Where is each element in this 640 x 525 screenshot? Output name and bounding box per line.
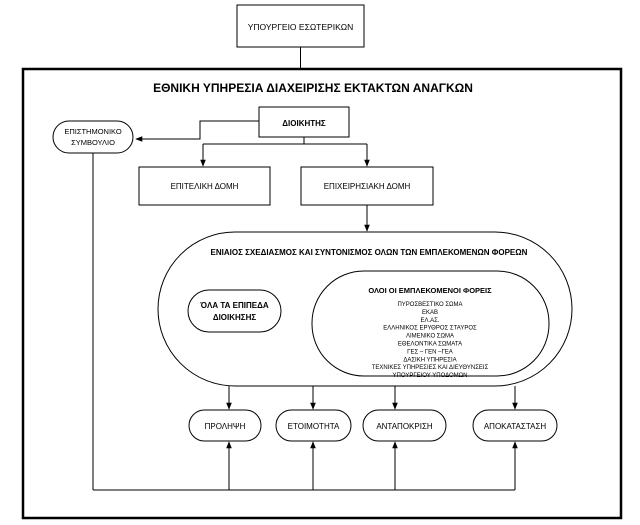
phase-preparedness-label: ΕΤΟΙΜΟΤΗΤΑ bbox=[288, 422, 340, 431]
phase-recovery-label: ΑΠΟΚΑΤΑΣΤΑΣΗ bbox=[484, 422, 547, 431]
agency-item: ΓΕΣ – ΓΕΝ –ΓΕΑ bbox=[407, 349, 453, 355]
operational-structure-label: ΕΠΙΧΕΙΡΗΣΙΑΚΗ ΔΟΜΗ bbox=[324, 182, 411, 191]
agency-item: ΠΥΡΟΣΒΕΣΤΙΚΟ ΣΩΜΑ bbox=[397, 302, 462, 308]
agency-item: ΕΛΛΗΝΙΚΟΣ ΕΡΥΘΡΟΣ ΣΤΑΥΡΟΣ bbox=[383, 326, 477, 332]
phase-response-label: ΑΝΤΑΠΟΚΡΙΣΗ bbox=[376, 422, 433, 431]
scientific-council-box bbox=[52, 120, 134, 154]
agency-item: ΔΑΣΙΚΗ ΥΠΗΡΕΣΙΑ bbox=[403, 357, 456, 363]
phase-preparedness-box bbox=[275, 409, 352, 442]
agency-item: ΕΘΕΛΟΝΤΙΚΑ ΣΩΜΑΤΑ bbox=[398, 342, 462, 348]
director-box bbox=[258, 106, 350, 138]
agency-item: ΕΛ.ΑΣ. bbox=[420, 318, 439, 324]
director-to-council-arrow bbox=[135, 120, 259, 142]
agencies-title: ΟΛΟΙ ΟΙ ΕΜΠΛΕΚΟΜΕΝΟΙ ΦΟΡΕΙΣ bbox=[368, 286, 492, 295]
unified-planning-title: ΕΝΙΑΙΟΣ ΣΧΕΔΙΑΣΜΟΣ ΚΑΙ ΣΥΝΤΟΝΙΣΜΟΣ ΟΛΩΝ … bbox=[211, 248, 528, 257]
agency-item: ΤΕΧΝΙΚΕΣ ΥΠΗΡΕΣΙΕΣ ΚΑΙ ΔΙΕΥΘΥΝΣΕΙΣ bbox=[372, 365, 489, 371]
operational-structure-box bbox=[300, 166, 434, 206]
agencies-capsule bbox=[311, 270, 550, 377]
agency-list: ΠΥΡΟΣΒΕΣΤΙΚΟ ΣΩΜΑ ΕΚΑΒ ΕΛ.ΑΣ. ΕΛΛΗΝΙΚΟΣ ΕΡΥ… bbox=[372, 302, 489, 379]
director-label: ΔΙΟΙΚΗΤΗΣ bbox=[282, 119, 326, 128]
scientific-council-line2: ΣΥΜΒΟΥΛΙΟ bbox=[71, 138, 115, 147]
all-levels-line2: ΔΙΟΙΚΗΣΗΣ bbox=[213, 313, 257, 322]
agency-item: ΛΙΜΕΝΙΚΟ ΣΩΜΑ bbox=[406, 334, 454, 340]
ministry-label: ΥΠΟΥΡΓΕΙΟ ΕΣΩΤΕΡΙΚΩΝ bbox=[248, 22, 354, 32]
ministry-box bbox=[236, 4, 365, 48]
agency-item: ΥΠΟΥΡΓΕΙΟΥ ΥΠΟΔΟΜΩΝ bbox=[393, 373, 468, 379]
phase-prevention-label: ΠΡΟΛΗΨΗ bbox=[205, 422, 246, 431]
phase-response-box bbox=[362, 409, 447, 442]
all-levels-box bbox=[187, 289, 282, 333]
phase-prevention-box bbox=[188, 409, 262, 442]
frame-title: ΕΘΝΙΚΗ ΥΠΗΡΕΣΙΑ ΔΙΑΧΕΙΡΙΣΗΣ ΕΚΤΑΚΤΩΝ ΑΝΑ… bbox=[153, 81, 473, 95]
phase-recovery-box bbox=[472, 409, 558, 442]
scientific-council-line1: ΕΠΙΣΤΗΜΟΝΙΚΟ bbox=[64, 127, 121, 136]
agency-frame bbox=[21, 67, 623, 520]
staff-structure-box bbox=[138, 166, 271, 206]
staff-structure-label: ΕΠΙΤΕΛΙΚΗ ΔΟΜΗ bbox=[171, 182, 239, 191]
all-levels-line1: ΌΛΑ ΤΑ ΕΠΙΠΕΔΑ bbox=[199, 301, 268, 310]
agency-item: ΕΚΑΒ bbox=[422, 310, 438, 316]
